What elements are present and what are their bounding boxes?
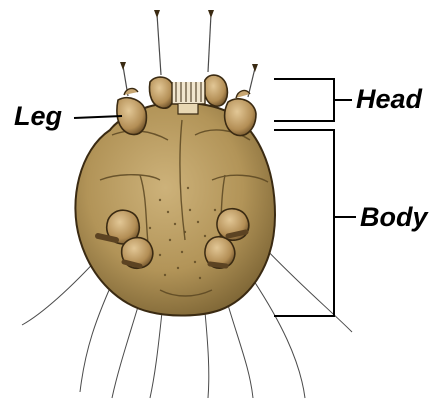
upper-left-leg bbox=[117, 88, 146, 134]
lower-left-leg bbox=[122, 238, 153, 269]
leg-label: Leg bbox=[14, 103, 62, 130]
front-left-palp bbox=[150, 77, 174, 108]
hair-tips bbox=[120, 10, 258, 72]
body-bracket bbox=[274, 130, 356, 316]
front-right-palp bbox=[204, 75, 227, 106]
lower-right-leg bbox=[205, 237, 235, 268]
head-label: Head bbox=[356, 86, 422, 113]
upper-right-leg bbox=[225, 91, 256, 136]
middle-right-leg bbox=[217, 209, 249, 240]
head-bracket bbox=[274, 79, 352, 121]
body-label: Body bbox=[360, 204, 428, 231]
leg-pointer-line bbox=[74, 116, 122, 118]
